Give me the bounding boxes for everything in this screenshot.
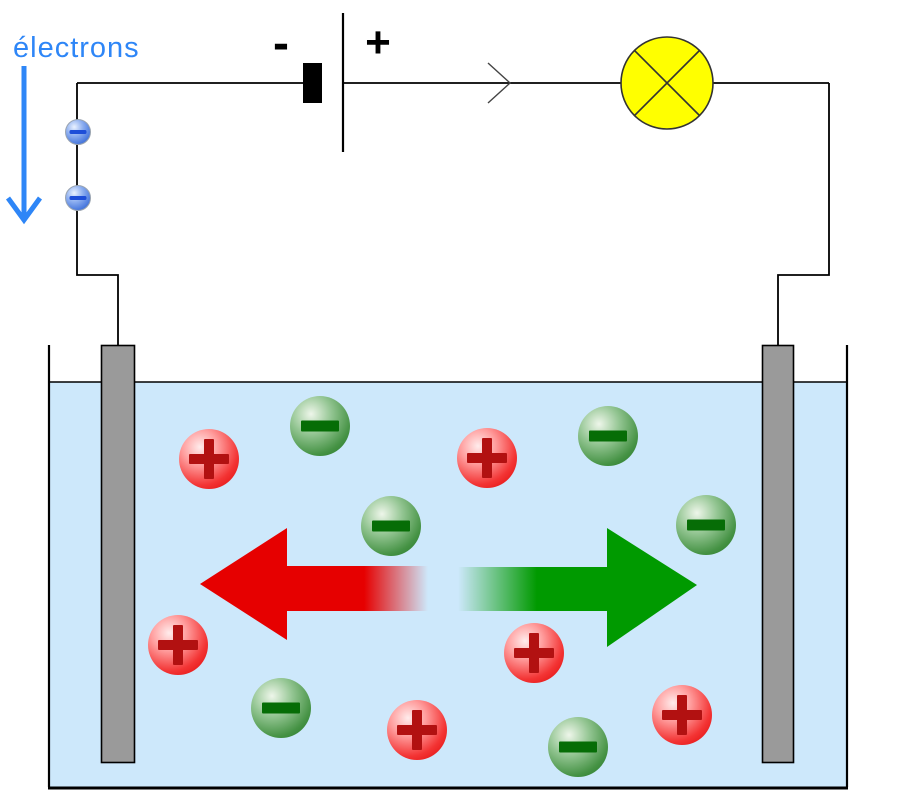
electron-flow-arrow-icon — [5, 66, 43, 225]
cation-ion — [504, 623, 564, 683]
minus-symbol — [589, 430, 627, 442]
left-electrode-cathode — [100, 344, 136, 764]
plus-symbol — [412, 710, 422, 750]
anion-migration-arrow-right — [458, 528, 697, 647]
cation-ion — [457, 428, 517, 488]
battery-plus-label: + — [365, 18, 391, 67]
minus-symbol — [372, 520, 410, 532]
anion-ion — [251, 678, 311, 738]
solution — [50, 382, 846, 787]
anion-ion — [290, 396, 350, 456]
right-electrode-anode — [761, 344, 795, 764]
minus-symbol — [559, 741, 597, 753]
cation-ion — [179, 429, 239, 489]
anion-ion — [361, 496, 421, 556]
plus-symbol — [677, 695, 687, 735]
cation-migration-arrow-left — [200, 528, 428, 640]
battery-minus-label: - — [273, 17, 289, 70]
lamp-icon — [620, 36, 714, 130]
electron-particle — [65, 119, 91, 145]
plus-symbol — [482, 438, 492, 478]
anion-ion — [676, 495, 736, 555]
lamp-cross — [633, 49, 701, 117]
plus-symbol — [173, 625, 183, 665]
electrons-label: électrons — [13, 32, 140, 64]
electron-particle — [65, 185, 91, 211]
minus-symbol — [687, 519, 725, 531]
minus-symbol — [262, 702, 300, 714]
plus-symbol — [204, 439, 214, 479]
cation-ion — [148, 615, 208, 675]
battery-negative-plate — [303, 63, 322, 103]
beaker-walls — [47, 345, 849, 787]
cation-ion — [387, 700, 447, 760]
circuit-wire — [76, 82, 830, 346]
plus-symbol — [529, 633, 539, 673]
anion-ion — [578, 406, 638, 466]
battery-icon — [303, 13, 345, 152]
ions-layer — [148, 396, 736, 777]
anion-ion — [548, 717, 608, 777]
current-direction-arrow-icon — [487, 62, 512, 104]
wire-electrons-layer — [65, 119, 91, 211]
minus-symbol — [301, 420, 339, 432]
minus-symbol — [69, 130, 87, 134]
electrolysis-cell — [47, 345, 849, 790]
minus-symbol — [69, 196, 87, 200]
cation-ion — [652, 685, 712, 745]
